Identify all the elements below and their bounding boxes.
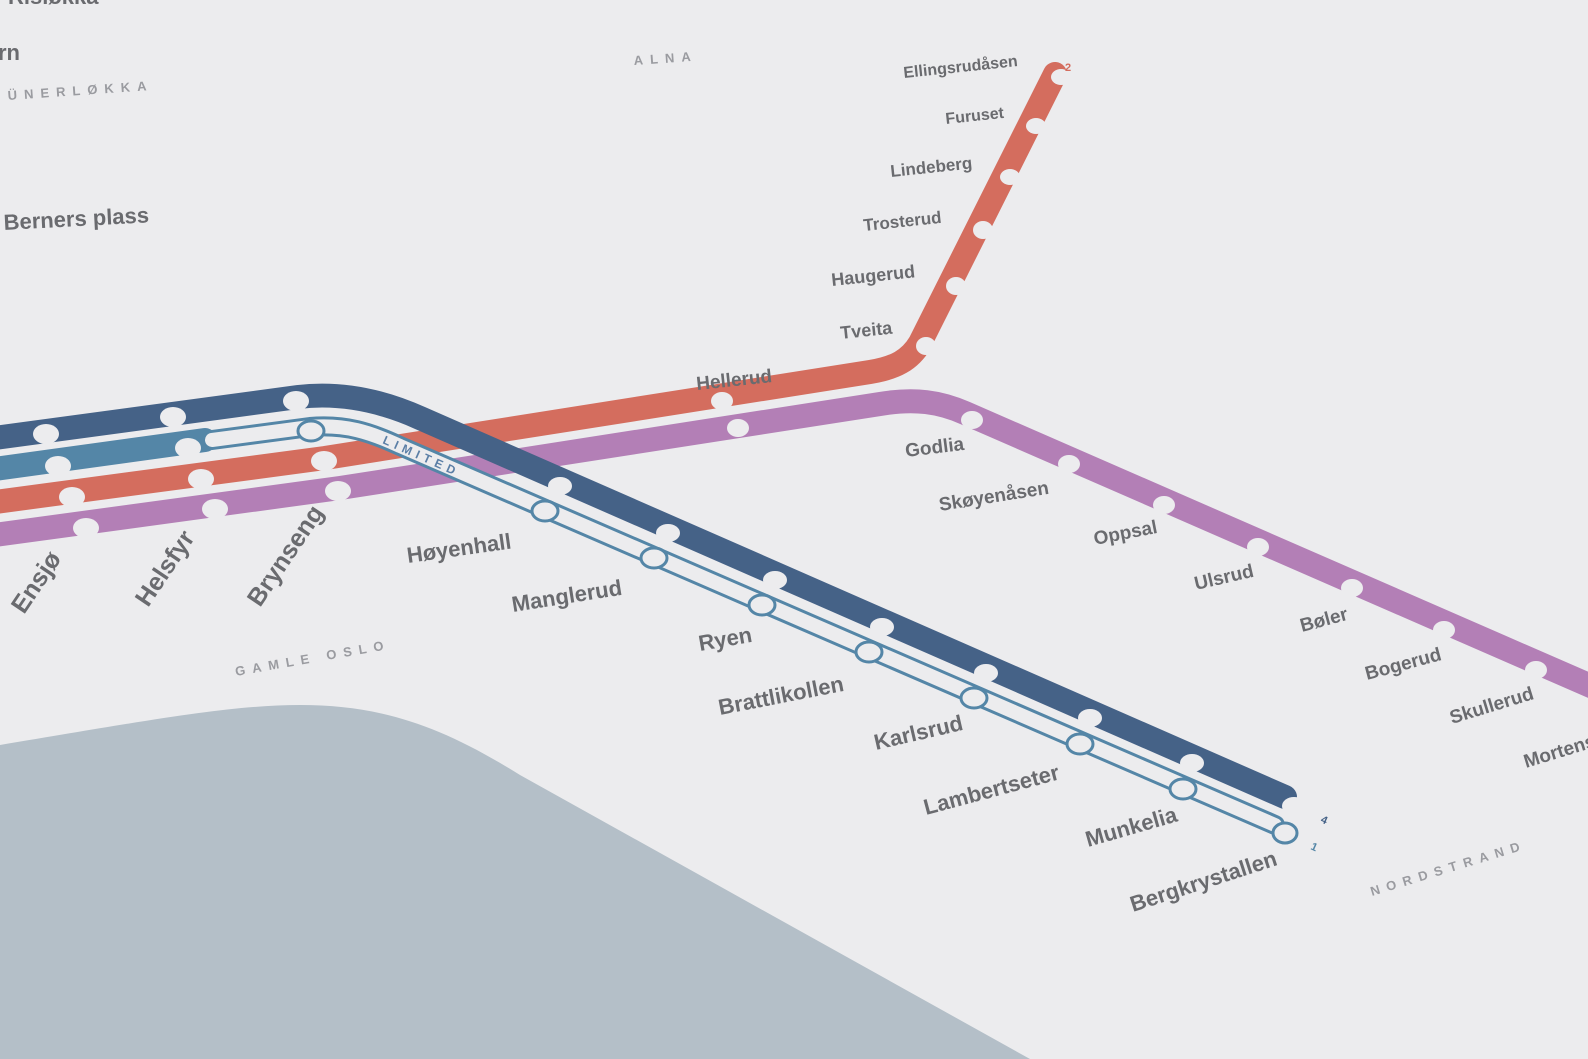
station-label-rn: rn <box>0 40 20 65</box>
station-label-ryen: Ryen <box>697 622 754 656</box>
station-dot <box>59 487 85 507</box>
station-ring <box>854 640 884 664</box>
station-dot <box>1078 709 1102 727</box>
station-ring <box>1168 777 1198 801</box>
station-ring <box>1065 732 1095 756</box>
station-dot <box>1153 496 1175 514</box>
station-ring <box>639 546 669 570</box>
station-dot <box>1180 754 1204 772</box>
line-number-dark-blue: 4 <box>1319 814 1330 828</box>
station-label-munkelia: Munkelia <box>1082 802 1180 852</box>
station-dot <box>160 407 186 427</box>
station-dot <box>325 481 351 501</box>
station-dot <box>763 571 787 589</box>
station-label-oppsal: Oppsal <box>1092 517 1159 550</box>
station-label-bogerud: Bogerud <box>1363 644 1444 685</box>
station-label-godlia: Godlia <box>904 434 966 462</box>
station-dot <box>73 518 99 538</box>
line-number-red: 2 <box>1065 62 1071 74</box>
station-dot <box>1026 118 1046 134</box>
station-label-skullerud: Skullerud <box>1447 683 1536 728</box>
station-label-manglerud: Manglerud <box>510 575 624 617</box>
station-dot <box>727 419 749 437</box>
line-purple <box>0 389 1588 698</box>
station-label-lambertseter: Lambertseter <box>921 759 1063 819</box>
line-blue-light <box>0 428 217 481</box>
water-area <box>0 705 1030 1059</box>
trunk-station-dots <box>33 391 351 538</box>
station-ring <box>530 499 560 523</box>
station-label-brynseng: Brynseng <box>242 500 330 611</box>
station-label-boler: Bøler <box>1298 604 1351 637</box>
station-dot <box>946 277 966 295</box>
station-ring <box>959 686 989 710</box>
station-dot <box>1433 621 1455 639</box>
station-ring <box>296 419 326 443</box>
station-dot <box>202 499 228 519</box>
station-label-risloekka: Risløkka <box>8 0 99 9</box>
station-dot <box>870 618 894 636</box>
station-dot <box>1247 538 1269 556</box>
station-label-helsfyr: Helsfyr <box>130 525 201 611</box>
station-label-furuset: Furuset <box>945 105 1006 128</box>
station-label-karlsrud: Karlsrud <box>872 710 966 755</box>
station-label-ellingsrudasen: Ellingsrudåsen <box>903 52 1019 82</box>
station-dot <box>1051 69 1071 85</box>
station-label-berners-plass: Berners plass <box>3 202 150 235</box>
station-dot <box>973 221 993 239</box>
station-label-lindeberg: Lindeberg <box>889 153 973 180</box>
station-dot <box>1525 661 1547 679</box>
station-label-hoyenhall: Høyenhall <box>405 529 513 568</box>
station-ring <box>747 593 777 617</box>
station-label-skoyenasen: Skøyenåsen <box>937 478 1050 516</box>
district-label-alna: ALNA <box>633 49 698 68</box>
station-label-haugerud: Haugerud <box>830 261 916 290</box>
station-dot <box>175 438 201 458</box>
station-dot <box>974 664 998 682</box>
district-label-gamle-oslo: GAMLE OSLO <box>234 637 392 679</box>
station-dot <box>311 451 337 471</box>
station-label-tveita: Tveita <box>839 318 894 343</box>
station-dot <box>1282 797 1306 815</box>
station-label-mortensrud: Mortensrud <box>1521 722 1588 773</box>
district-label-nordstrand: NORDSTRAND <box>1368 837 1528 899</box>
station-dot <box>916 337 936 355</box>
station-dot <box>188 469 214 489</box>
station-label-trosterud: Trosterud <box>862 208 942 235</box>
station-dot <box>548 477 572 495</box>
station-dot <box>961 411 983 429</box>
line-number-light-blue: 1 <box>1309 841 1319 854</box>
district-label-grunerlokka: ÜNERLØKKA <box>7 78 154 103</box>
station-dot <box>283 391 309 411</box>
station-label-ulsrud: Ulsrud <box>1192 561 1255 595</box>
station-dot <box>45 456 71 476</box>
station-dot <box>711 392 733 410</box>
station-label-bergkrystallen: Bergkrystallen <box>1127 846 1280 917</box>
station-dot <box>1058 455 1080 473</box>
station-dot <box>1341 579 1363 597</box>
station-dot <box>656 524 680 542</box>
station-dot <box>33 424 59 444</box>
station-label-brattlikollen: Brattlikollen <box>716 671 846 720</box>
station-dot <box>1000 169 1020 185</box>
station-ring <box>1271 821 1299 845</box>
station-label-ensjo: Ensjø <box>6 546 68 619</box>
